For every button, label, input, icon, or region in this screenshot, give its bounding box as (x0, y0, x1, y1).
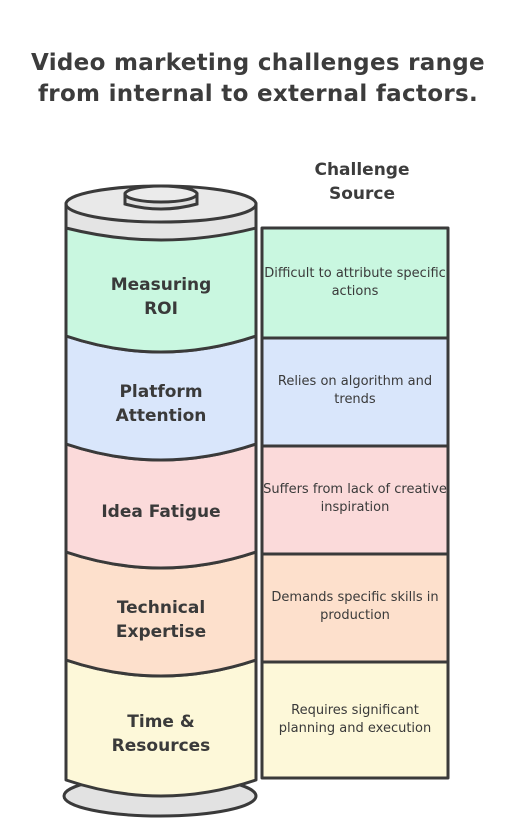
layer-2-group (64, 334, 450, 462)
layer-3-label-line-1: Idea Fatigue (101, 502, 221, 522)
layer-1-description: Difficult to attribute specific actions (262, 234, 448, 332)
layer-5-box (260, 660, 450, 780)
title-line-1: Video marketing challenges range (31, 50, 485, 76)
layer-5-label-line-1: Time & (127, 712, 195, 732)
header-line-2: Source (328, 184, 396, 204)
layer-4-cylinder (64, 550, 258, 678)
layer-2-cylinder (64, 334, 258, 462)
header-line-1: Challenge (314, 160, 410, 180)
layer-1-box (260, 226, 450, 340)
layer-3-description: Suffers from lack of creative inspiratio… (262, 450, 448, 548)
layer-label-technical-expertise: Technical Expertise (66, 572, 256, 668)
layer-2-box (260, 336, 450, 448)
layer-1-label-line-1: Measuring (110, 275, 212, 295)
diagram-title: Video marketing challenges range from in… (0, 48, 516, 110)
layer-1-label-line-2: ROI (144, 299, 178, 319)
battery-terminal-top (123, 184, 199, 204)
layer-2-description-text: Relies on algorithm and trends (277, 374, 433, 407)
layer-4-description: Demands specific skills in production (262, 558, 448, 656)
challenge-source-header: Challenge Source (300, 158, 424, 206)
layer-5-description: Requires significant planning and execut… (262, 668, 448, 772)
layer-2-label-line-2: Attention (115, 406, 207, 426)
layer-label-idea-fatigue: Idea Fatigue (66, 464, 256, 560)
layer-label-measuring-roi: Measuring ROI (66, 250, 256, 344)
layer-5-label-line-2: Resources (111, 736, 211, 756)
layer-1-group (64, 226, 450, 354)
layer-3-cylinder (64, 442, 258, 570)
layer-3-group (64, 442, 450, 570)
layer-4-label-line-1: Technical (116, 598, 206, 618)
layer-3-description-text: Suffers from lack of creative inspiratio… (263, 482, 447, 515)
layer-2-label-line-1: Platform (119, 382, 203, 402)
layer-4-box (260, 552, 450, 664)
layer-5-cylinder (64, 658, 258, 798)
layer-4-label-line-2: Expertise (115, 622, 207, 642)
layer-4-description-text: Demands specific skills in production (271, 590, 439, 623)
title-line-2: from internal to external factors. (38, 81, 478, 107)
layer-3-box (260, 444, 450, 556)
layer-label-platform-attention: Platform Attention (66, 356, 256, 452)
layer-5-group (64, 658, 450, 798)
layer-1-description-text: Difficult to attribute specific actions (264, 266, 446, 299)
layer-5-description-text: Requires significant planning and execut… (278, 703, 432, 736)
layer-label-time-resources: Time & Resources (66, 686, 256, 782)
layer-4-group (64, 550, 450, 678)
layer-1-cylinder (64, 226, 258, 354)
layer-2-description: Relies on algorithm and trends (262, 342, 448, 440)
